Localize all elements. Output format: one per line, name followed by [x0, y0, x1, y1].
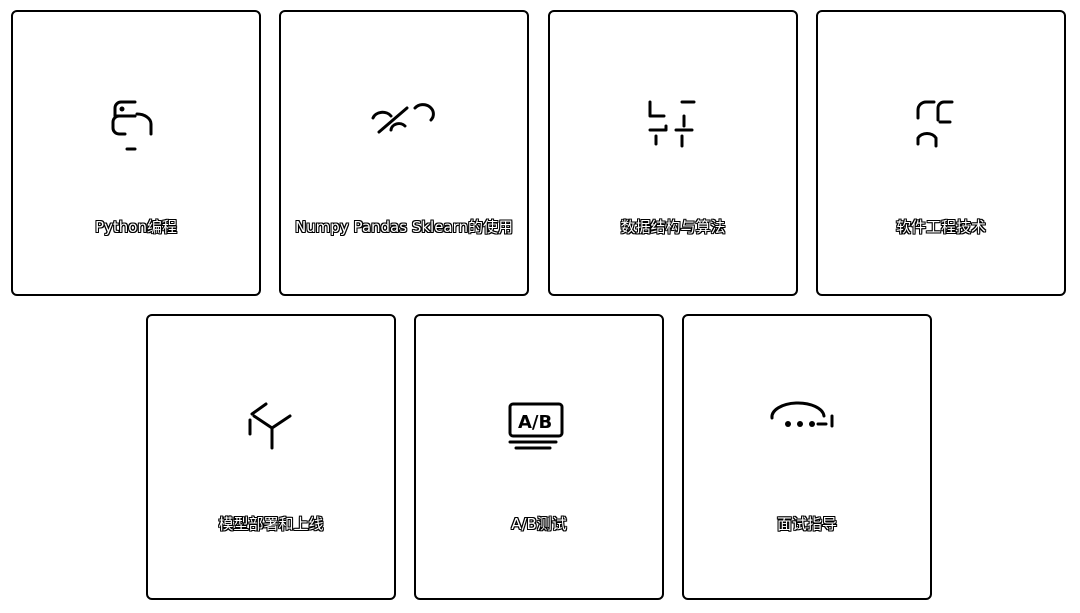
library-icon: [281, 94, 527, 164]
chat-icon: [684, 398, 930, 468]
card-model-deployment[interactable]: 模型部署和上线: [146, 314, 396, 600]
card-label: Python编程: [95, 218, 177, 236]
ab-test-icon: A/B: [416, 398, 662, 468]
card-label: A/B测试: [511, 515, 567, 533]
card-interview-guidance[interactable]: 面试指导: [682, 314, 932, 600]
cube-icon: [148, 398, 394, 468]
card-label: 软件工程技术: [895, 218, 986, 236]
card-ab-testing[interactable]: A/B A/B测试: [414, 314, 664, 600]
card-label: 面试指导: [776, 515, 837, 533]
software-engineering-icon: [818, 94, 1064, 164]
card-label: 数据结构与算法: [620, 218, 726, 236]
card-label: 模型部署和上线: [218, 515, 324, 533]
card-numpy-pandas-sklearn[interactable]: Numpy Pandas Sklearn的使用: [279, 10, 529, 296]
card-python-programming[interactable]: Python编程: [11, 10, 261, 296]
card-software-engineering[interactable]: 软件工程技术: [816, 10, 1066, 296]
data-structure-icon: [550, 94, 796, 164]
python-icon: [13, 94, 259, 164]
svg-text:A/B: A/B: [518, 412, 552, 433]
card-label: Numpy Pandas Sklearn的使用: [294, 218, 514, 236]
card-data-structures-algorithms[interactable]: 数据结构与算法: [548, 10, 798, 296]
